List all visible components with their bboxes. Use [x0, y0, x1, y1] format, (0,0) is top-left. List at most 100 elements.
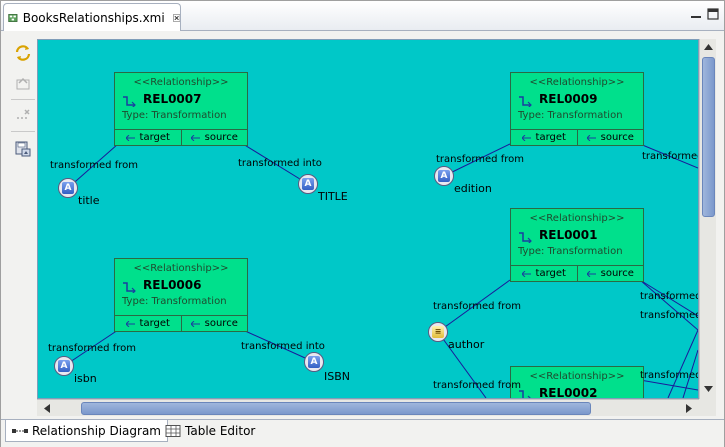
vertical-scroll-thumb[interactable] [702, 57, 715, 217]
editor-tab-strip: BooksRelationships.xmi [1, 1, 724, 31]
stereotype-label: <<Relationship>> [529, 213, 625, 224]
relationship-ports: target source [115, 129, 247, 145]
link-label: transformed [640, 310, 698, 321]
source-port[interactable]: source [576, 130, 644, 145]
attribute-icon: A [58, 360, 70, 372]
save-image-icon [15, 141, 31, 157]
source-port-label: source [600, 132, 634, 143]
xmi-file-icon [8, 13, 18, 22]
target-port-label: target [535, 132, 566, 143]
attribute-icon: A [308, 356, 320, 368]
link-rel0001-right1 [639, 279, 698, 317]
attribute-node[interactable]: A [54, 356, 74, 376]
editor-tab[interactable]: BooksRelationships.xmi [3, 3, 181, 31]
editor-page-tabs: Relationship Diagram Table Editor [1, 419, 724, 447]
link-rel0007-TITLE [242, 143, 309, 185]
relationship-node[interactable]: <<Relationship>> REL0001 Type: Transform… [510, 208, 644, 282]
attribute-node[interactable]: A [434, 166, 454, 186]
tab-label: Relationship Diagram [32, 423, 161, 438]
link-rel0006-isbn [63, 329, 119, 367]
maximize-icon[interactable] [706, 7, 720, 21]
import-tool[interactable] [13, 73, 33, 93]
link-label: transformed [640, 291, 698, 302]
relationship-name: REL0009 [539, 92, 598, 106]
relationship-name: REL0002 [539, 386, 598, 398]
relationship-node[interactable]: <<Relationship>> REL0002 [510, 366, 644, 398]
port-arrow-icon [521, 134, 531, 141]
chevron-right-icon [686, 403, 692, 413]
relationship-icon [519, 96, 532, 107]
attribute-node[interactable]: A [58, 178, 78, 198]
horizontal-scroll-thumb[interactable] [81, 402, 591, 415]
target-port-label: target [535, 268, 566, 279]
link-rel0009-right [639, 143, 698, 169]
attribute-label: author [448, 338, 485, 351]
link-label: transformed from [433, 301, 521, 312]
link-label: transformed from [433, 380, 521, 391]
port-arrow-icon [586, 134, 596, 141]
target-port[interactable]: target [511, 266, 577, 281]
source-port[interactable]: source [180, 316, 248, 331]
link-rel0001-author [437, 279, 511, 333]
editor-tab-title: BooksRelationships.xmi [22, 10, 165, 25]
relationship-node[interactable]: <<Relationship>> REL0009 Type: Transform… [510, 72, 644, 146]
import-icon [16, 77, 30, 90]
link-label: transformed [642, 151, 698, 162]
target-port[interactable]: target [511, 130, 577, 145]
target-port[interactable]: target [115, 316, 181, 331]
link-author-rel0002 [437, 331, 487, 398]
attribute-label: edition [454, 182, 492, 195]
minimize-icon[interactable] [689, 7, 703, 21]
attribute-icon: A [62, 182, 74, 194]
scroll-down-button[interactable] [700, 381, 716, 397]
diagram-canvas[interactable]: <<Relationship>> REL0007 Type: Transform… [38, 40, 698, 398]
port-arrow-icon [586, 270, 596, 277]
relationship-name: REL0007 [143, 92, 202, 106]
relationship-ports: target source [511, 265, 643, 281]
relationship-name: REL0006 [143, 278, 202, 292]
link-rel0009-edition [443, 143, 511, 177]
relationship-ports: target source [511, 129, 643, 145]
attribute-icon: A [302, 178, 314, 190]
source-port-label: source [600, 268, 634, 279]
attribute-label: isbn [74, 372, 97, 385]
chevron-left-icon [44, 403, 50, 413]
chevron-down-icon [703, 386, 713, 392]
save-image-tool[interactable] [13, 139, 33, 159]
scrollbar-corner [699, 399, 716, 416]
relationship-type: Type: Transformation [122, 296, 227, 307]
attribute-node[interactable]: ≡ [428, 322, 448, 342]
vertical-scrollbar[interactable] [699, 39, 716, 399]
link-rel0001-right2 [639, 279, 698, 331]
tab-table-editor[interactable]: Table Editor [159, 420, 261, 442]
relationship-node[interactable]: <<Relationship>> REL0007 Type: Transform… [114, 72, 248, 146]
stereotype-label: <<Relationship>> [529, 371, 625, 382]
source-port[interactable]: source [576, 266, 644, 281]
relationship-icon [123, 96, 136, 107]
delete-tool[interactable] [13, 105, 33, 125]
refresh-tool[interactable] [13, 43, 33, 63]
target-port[interactable]: target [115, 130, 181, 145]
stereotype-label: <<Relationship>> [133, 77, 229, 88]
tab-label: Table Editor [185, 424, 256, 438]
tab-relationship-diagram[interactable]: Relationship Diagram [5, 420, 168, 442]
relationship-node[interactable]: <<Relationship>> REL0006 Type: Transform… [114, 258, 248, 332]
attribute-label: TITLE [318, 190, 348, 203]
attribute-node[interactable]: A [298, 174, 318, 194]
attribute-label: ISBN [324, 370, 351, 383]
port-arrow-icon [125, 134, 135, 141]
port-arrow-icon [125, 320, 135, 327]
source-port[interactable]: source [180, 130, 248, 145]
relationship-icon [123, 282, 136, 293]
link-rel0006-ISBN [242, 329, 315, 363]
attribute-node[interactable]: A [304, 352, 324, 372]
scroll-left-button[interactable] [39, 400, 55, 416]
diagram-toolbar [9, 39, 37, 419]
scroll-up-button[interactable] [700, 39, 716, 55]
close-icon[interactable] [172, 12, 180, 24]
connection-lines [63, 143, 698, 398]
scroll-right-button[interactable] [681, 400, 697, 416]
link-label: transformed from [50, 160, 138, 171]
document-icon: ≡ [432, 326, 444, 338]
horizontal-scrollbar[interactable] [37, 399, 699, 416]
